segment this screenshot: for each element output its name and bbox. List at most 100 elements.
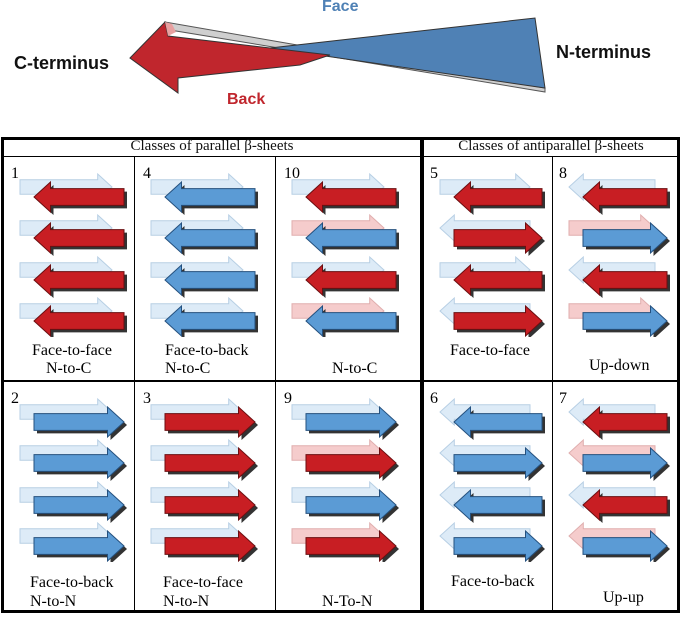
front-strand-arrow bbox=[453, 180, 543, 214]
front-strand-arrow bbox=[453, 488, 543, 522]
class-number: 10 bbox=[284, 165, 300, 182]
front-strand-arrow bbox=[582, 405, 668, 439]
antiparallel-header: Classes of antiparallel β-sheets bbox=[458, 138, 644, 154]
front-strand-arrow bbox=[305, 180, 397, 214]
class-number: 5 bbox=[430, 165, 438, 182]
arrow-panel bbox=[150, 397, 258, 562]
class-label-line1: Face-to-back bbox=[30, 574, 114, 591]
col-divider bbox=[275, 157, 276, 613]
front-strand-arrow bbox=[164, 221, 256, 255]
class-label-line2: N-to-N bbox=[163, 593, 210, 610]
front-strand-arrow bbox=[453, 446, 543, 480]
front-strand-arrow bbox=[582, 529, 668, 562]
cell-class-5: 5 Face-to-face bbox=[424, 157, 552, 380]
class-label-line1: Face-to-back bbox=[451, 573, 535, 590]
front-strand-arrow bbox=[164, 405, 256, 439]
class-label-line1: Face-to-face bbox=[450, 342, 530, 359]
front-strand-arrow bbox=[33, 221, 125, 255]
front-strand-arrow bbox=[582, 221, 668, 255]
front-strand-arrow bbox=[453, 529, 543, 562]
arrow-panel bbox=[291, 172, 399, 337]
row-divider bbox=[1, 380, 680, 382]
front-strand-arrow bbox=[453, 405, 543, 439]
strand-schematic bbox=[129, 17, 546, 94]
class-number: 3 bbox=[143, 390, 151, 407]
class-number: 4 bbox=[143, 165, 151, 182]
arrow-panel bbox=[439, 172, 545, 337]
front-strand-arrow bbox=[582, 446, 668, 480]
front-strand-arrow bbox=[582, 488, 668, 522]
cell-class-7: 7 Up-up bbox=[553, 382, 677, 610]
cell-class-6: 6 Face-to-back bbox=[424, 382, 552, 610]
front-strand-arrow bbox=[164, 304, 256, 337]
class-label-line2: N-to-C bbox=[46, 360, 92, 377]
arrow-panel bbox=[19, 172, 127, 337]
class-label-line2: N-to-C bbox=[332, 360, 378, 377]
front-strand-arrow bbox=[33, 488, 125, 522]
front-strand-arrow bbox=[305, 263, 397, 297]
class-label-line1: Face-to-back bbox=[165, 342, 249, 359]
back-label: Back bbox=[227, 91, 266, 108]
arrow-panel bbox=[291, 397, 399, 562]
section-divider bbox=[420, 137, 424, 613]
strand-back-highlight bbox=[165, 22, 176, 36]
front-strand-arrow bbox=[164, 529, 256, 562]
c-terminus-label: C-terminus bbox=[14, 53, 110, 73]
class-number: 1 bbox=[11, 165, 19, 182]
front-strand-arrow bbox=[582, 304, 668, 337]
class-label-line1: Up-up bbox=[603, 589, 644, 606]
front-strand-arrow bbox=[33, 446, 125, 480]
front-strand-arrow bbox=[33, 263, 125, 297]
cell-class-10: 10 N-to-C bbox=[276, 157, 420, 380]
arrow-panel bbox=[568, 172, 670, 337]
cell-class-3: 3 Face-to-face N-to-N bbox=[135, 382, 275, 610]
class-number: 2 bbox=[11, 390, 19, 407]
front-strand-arrow bbox=[164, 263, 256, 297]
class-label-line1: Face-to-face bbox=[163, 574, 243, 591]
cell-class-1: 1 Face-to-face N-to-C bbox=[4, 157, 134, 380]
class-number: 6 bbox=[430, 390, 438, 407]
front-strand-arrow bbox=[33, 180, 125, 214]
front-strand-arrow bbox=[305, 304, 397, 337]
n-terminus-label: N-terminus bbox=[556, 42, 652, 62]
class-label-line2: N-to-N bbox=[30, 593, 77, 610]
front-strand-arrow bbox=[164, 488, 256, 522]
header-divider bbox=[1, 156, 680, 157]
class-label-line1: N-To-N bbox=[322, 593, 373, 610]
grid-frame bbox=[1, 137, 680, 613]
front-strand-arrow bbox=[453, 221, 543, 255]
front-strand-arrow bbox=[164, 446, 256, 480]
cell-class-8: 8 Up-down bbox=[553, 157, 677, 380]
front-strand-arrow bbox=[305, 446, 397, 480]
cell-class-4: 4 Face-to-back N-to-C bbox=[135, 157, 275, 380]
cell-class-2: 2 Face-to-back N-to-N bbox=[4, 382, 134, 610]
cell-class-9: 9 N-To-N bbox=[276, 382, 420, 610]
arrow-panel bbox=[150, 172, 258, 337]
class-label-line2: N-to-C bbox=[165, 360, 211, 377]
front-strand-arrow bbox=[33, 405, 125, 439]
col-divider bbox=[134, 157, 135, 613]
col-divider bbox=[552, 157, 553, 613]
strand-face bbox=[269, 17, 546, 89]
front-strand-arrow bbox=[33, 529, 125, 562]
arrow-panel bbox=[439, 397, 545, 562]
front-strand-arrow bbox=[305, 221, 397, 255]
front-strand-arrow bbox=[453, 263, 543, 297]
front-strand-arrow bbox=[305, 405, 397, 439]
class-number: 8 bbox=[559, 165, 567, 182]
front-strand-arrow bbox=[305, 529, 397, 562]
strand-back-arrow bbox=[129, 20, 331, 94]
front-strand-arrow bbox=[164, 180, 256, 214]
class-label-line1: Up-down bbox=[589, 357, 650, 374]
class-number: 9 bbox=[284, 390, 292, 407]
arrow-panel bbox=[568, 397, 670, 562]
front-strand-arrow bbox=[582, 263, 668, 297]
front-strand-arrow bbox=[453, 304, 543, 337]
front-strand-arrow bbox=[582, 180, 668, 214]
front-strand-arrow bbox=[33, 304, 125, 337]
class-label-line1: Face-to-face bbox=[32, 342, 112, 359]
class-number: 7 bbox=[559, 390, 567, 407]
front-strand-arrow bbox=[305, 488, 397, 522]
parallel-header: Classes of parallel β-sheets bbox=[130, 138, 294, 154]
